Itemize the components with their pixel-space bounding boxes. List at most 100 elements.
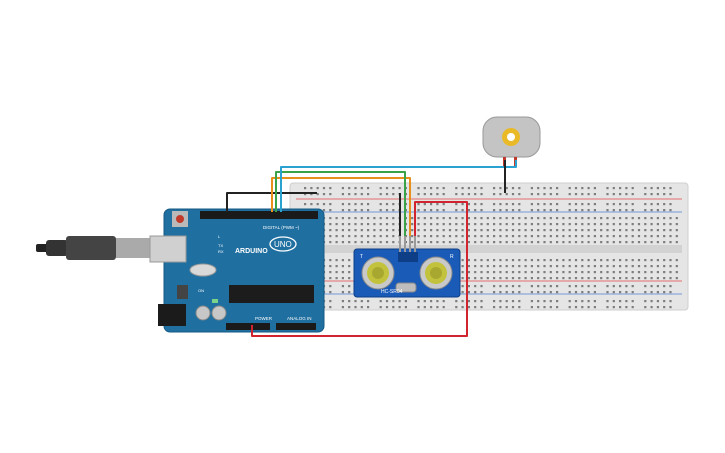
breadboard-hole <box>619 277 622 280</box>
breadboard-hole <box>537 259 540 262</box>
breadboard-hole <box>341 285 344 288</box>
breadboard-hole <box>537 271 540 274</box>
breadboard-hole <box>587 187 590 190</box>
breadboard-hole <box>675 241 678 244</box>
breadboard-hole <box>329 291 332 294</box>
breadboard-hole <box>543 203 546 206</box>
breadboard-hole <box>587 241 590 244</box>
breadboard-hole <box>430 187 433 190</box>
breadboard-hole <box>467 209 470 212</box>
breadboard-hole <box>631 277 634 280</box>
breadboard-hole <box>499 265 502 268</box>
breadboard-hole <box>574 217 578 220</box>
breadboard-hole <box>505 306 508 309</box>
breadboard-hole <box>392 187 395 190</box>
breadboard-hole <box>511 223 515 226</box>
breadboard-hole <box>568 193 571 196</box>
breadboard-hole <box>480 277 483 280</box>
breadboard-hole <box>360 306 363 309</box>
ultrasonic-sensor: T R HC-SR04 <box>353 236 461 298</box>
breadboard-hole <box>549 187 552 190</box>
breadboard-hole <box>600 217 603 220</box>
breadboard-hole <box>461 291 464 294</box>
breadboard-hole <box>518 229 521 232</box>
breadboard-hole <box>505 259 508 262</box>
breadboard-hole <box>341 265 344 268</box>
breadboard-hole <box>530 259 533 262</box>
breadboard-hole <box>568 223 571 226</box>
breadboard-hole <box>480 259 483 262</box>
breadboard-hole <box>549 291 552 294</box>
breadboard-hole <box>354 229 357 232</box>
breadboard-hole <box>373 223 376 226</box>
breadboard-hole <box>581 291 584 294</box>
breadboard-hole <box>556 209 559 212</box>
breadboard-hole <box>612 291 615 294</box>
breadboard-hole <box>606 209 609 212</box>
breadboard-hole <box>367 209 370 212</box>
breadboard-hole <box>335 241 338 244</box>
breadboard-hole <box>398 187 401 190</box>
breadboard-hole <box>411 241 414 244</box>
breadboard-hole <box>656 203 659 206</box>
breadboard-hole <box>511 209 515 212</box>
breadboard-hole <box>537 291 540 294</box>
breadboard-hole <box>360 300 363 303</box>
breadboard-hole <box>455 241 458 244</box>
breadboard-hole <box>637 241 641 244</box>
arduino-model: UNO <box>274 240 292 249</box>
breadboard-hole <box>593 306 596 309</box>
breadboard-hole <box>581 235 584 238</box>
breadboard-hole <box>493 223 496 226</box>
breadboard-hole <box>518 265 521 268</box>
breadboard-hole <box>499 259 502 262</box>
breadboard-hole <box>631 271 634 274</box>
breadboard-hole <box>587 271 590 274</box>
breadboard-hole <box>612 259 615 262</box>
breadboard-hole <box>606 271 609 274</box>
breadboard-hole <box>436 193 439 196</box>
breadboard-hole <box>644 259 647 262</box>
breadboard-hole <box>467 291 470 294</box>
breadboard-hole <box>493 203 496 206</box>
breadboard-hole <box>499 209 502 212</box>
breadboard-hole <box>392 209 395 212</box>
breadboard-hole <box>619 306 622 309</box>
breadboard-hole <box>619 259 622 262</box>
breadboard-hole <box>385 187 389 190</box>
breadboard-hole <box>568 285 571 288</box>
breadboard-hole <box>593 300 596 303</box>
breadboard-hole <box>442 203 445 206</box>
breadboard-hole <box>656 271 659 274</box>
breadboard-hole <box>574 235 578 238</box>
breadboard-hole <box>518 223 521 226</box>
breadboard-hole <box>644 209 647 212</box>
breadboard-hole <box>505 235 508 238</box>
breadboard-hole <box>511 277 515 280</box>
breadboard-hole <box>448 223 452 226</box>
breadboard-hole <box>461 187 464 190</box>
wire-blue-motor <box>280 160 517 212</box>
breadboard-hole <box>625 300 628 303</box>
breadboard-hole <box>543 241 546 244</box>
breadboard-hole <box>650 187 653 190</box>
breadboard-hole <box>518 203 521 206</box>
breadboard-hole <box>511 229 515 232</box>
breadboard-hole <box>385 217 389 220</box>
breadboard-hole <box>335 271 338 274</box>
breadboard-hole <box>341 203 344 206</box>
breadboard-hole <box>348 306 351 309</box>
breadboard-hole <box>568 203 571 206</box>
breadboard-hole <box>549 217 552 220</box>
breadboard-hole <box>348 285 351 288</box>
breadboard-hole <box>493 300 496 303</box>
breadboard-hole <box>549 265 552 268</box>
breadboard-hole <box>518 209 521 212</box>
breadboard-hole <box>467 241 470 244</box>
breadboard-hole <box>455 187 458 190</box>
breadboard-hole <box>568 277 571 280</box>
breadboard-hole <box>505 217 508 220</box>
breadboard-hole <box>430 223 433 226</box>
breadboard-hole <box>461 209 464 212</box>
breadboard-hole <box>537 306 540 309</box>
